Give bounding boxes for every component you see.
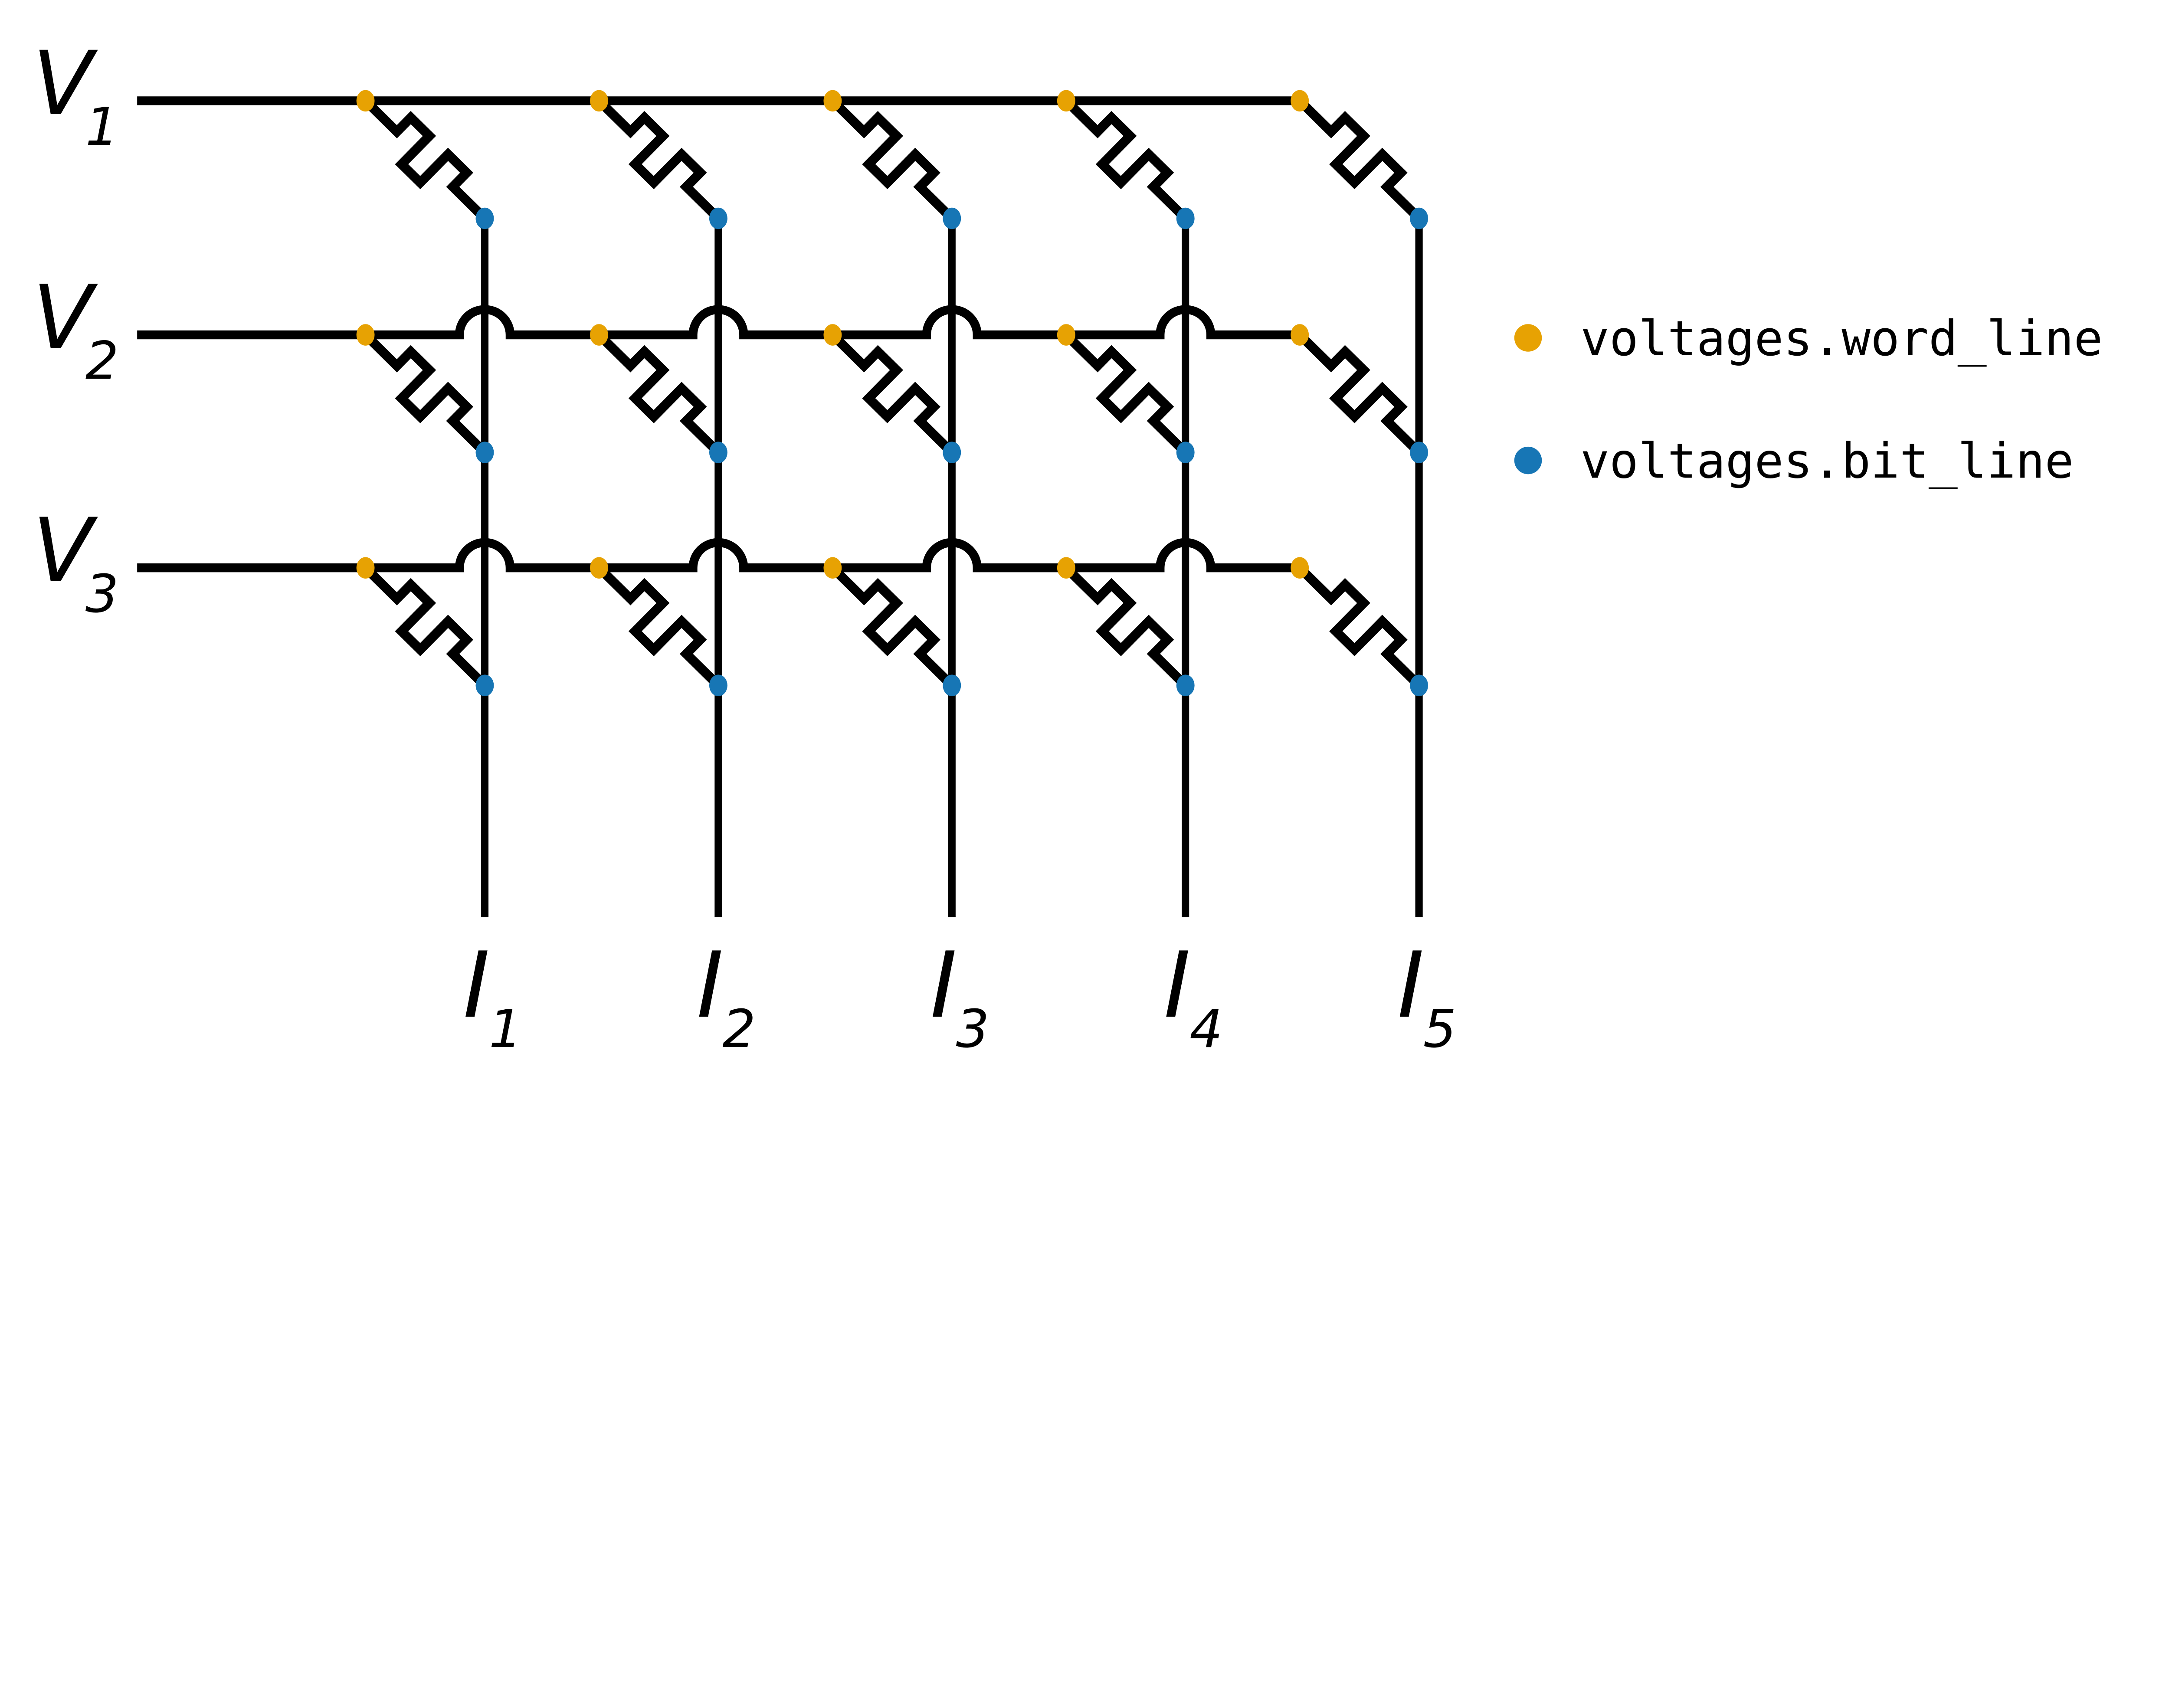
- memristor-V3-I1: [351, 554, 498, 700]
- memristor-V2-I3: [819, 321, 966, 467]
- bit-line-label-sub-I1: 1: [489, 999, 522, 1060]
- word-line-label-V3: V: [33, 499, 98, 602]
- bit-line-node-dot: [475, 207, 494, 229]
- memristor-V3-I3: [819, 554, 966, 700]
- word-line-node-dot: [590, 557, 608, 579]
- bit-line-node-dot: [943, 442, 961, 463]
- word-line-node-dot: [823, 557, 842, 579]
- bit-line-label-sub-I3: 3: [956, 999, 989, 1060]
- word-line-label-V2: V: [33, 266, 98, 369]
- legend-bit-line-dot-icon: [1514, 446, 1542, 474]
- memristor-V3-I2: [585, 554, 732, 700]
- memristor-V1-I5: [1286, 87, 1433, 232]
- word-line-node-dot: [1291, 557, 1309, 579]
- word-line-node-dot: [1057, 90, 1075, 112]
- bit-line-label-I5: I: [1397, 933, 1424, 1038]
- bit-line-node-dot: [1176, 207, 1195, 229]
- bit-line-label-I3: I: [930, 933, 957, 1038]
- word-line-label-V1: V: [33, 32, 98, 135]
- word-line-label-sub-V3: 3: [85, 564, 119, 625]
- wires-layer: [137, 96, 1423, 917]
- memristor-V1-I3: [819, 87, 966, 232]
- legend-label-word-line: voltages.word_line: [1580, 311, 2103, 367]
- word-line-label-sub-V1: 1: [85, 97, 119, 157]
- bit-line-node-dot: [1410, 674, 1429, 697]
- word-line-node-dot: [823, 324, 842, 346]
- bit-line-node-dot: [1176, 674, 1195, 697]
- bit-line-label-I4: I: [1164, 933, 1191, 1038]
- bit-line-node-dot: [709, 207, 727, 229]
- bit-line-label-I2: I: [697, 933, 724, 1038]
- word-line-node-dot: [1057, 324, 1075, 346]
- memristor-V1-I4: [1052, 87, 1199, 232]
- word-line-node-dot: [356, 324, 375, 346]
- bit-line-label-sub-I5: 5: [1423, 999, 1457, 1060]
- nodes-layer: [356, 90, 1429, 697]
- bit-line-node-dot: [1410, 442, 1429, 463]
- legend: voltages.word_line voltages.bit_line: [1514, 311, 2103, 490]
- bit-line-label-sub-I2: 2: [722, 999, 756, 1060]
- legend-label-bit-line: voltages.bit_line: [1580, 434, 2074, 490]
- memristor-V2-I1: [351, 321, 498, 467]
- resistors-layer: [351, 87, 1433, 700]
- bit-line-node-dot: [709, 674, 727, 697]
- memristor-V1-I1: [351, 87, 498, 232]
- word-line-node-dot: [590, 324, 608, 346]
- word-line-label-sub-V2: 2: [85, 331, 119, 392]
- memristor-V1-I2: [585, 87, 732, 232]
- word-line-node-dot: [1291, 324, 1309, 346]
- bit-line-node-dot: [1176, 442, 1195, 463]
- bit-line-node-dot: [475, 674, 494, 697]
- bit-line-label-sub-I4: 4: [1189, 999, 1223, 1060]
- bit-line-label-I1: I: [463, 933, 490, 1038]
- memristor-V2-I2: [585, 321, 732, 467]
- word-line-node-dot: [823, 90, 842, 112]
- word-line-node-dot: [356, 557, 375, 579]
- memristor-V2-I4: [1052, 321, 1199, 467]
- word-line-node-dot: [356, 90, 375, 112]
- legend-word-line-dot-icon: [1514, 324, 1542, 352]
- bit-line-node-dot: [1410, 207, 1429, 229]
- memristor-V2-I5: [1286, 321, 1433, 467]
- bit-line-node-dot: [709, 442, 727, 463]
- word-line-node-dot: [1291, 90, 1309, 112]
- memristor-V3-I5: [1286, 554, 1433, 700]
- bit-line-node-dot: [475, 442, 494, 463]
- memristor-V3-I4: [1052, 554, 1199, 700]
- word-line-node-dot: [590, 90, 608, 112]
- word-line-node-dot: [1057, 557, 1075, 579]
- bit-line-node-dot: [943, 207, 961, 229]
- bit-line-node-dot: [943, 674, 961, 697]
